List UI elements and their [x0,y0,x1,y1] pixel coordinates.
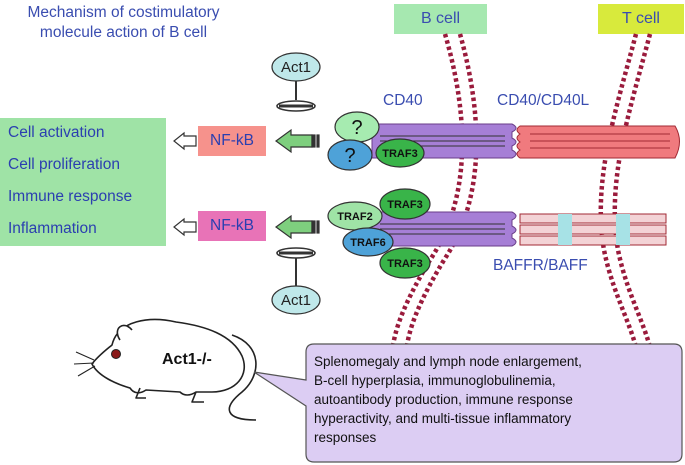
diagram-title: Mechanism of costimulatory molecule acti… [6,3,241,43]
phenotype-line-4: hyperactivity, and multi-tissue inflamma… [314,411,571,426]
phenotype-line-5: responses [314,430,377,445]
t-cell-label: T cell [598,4,684,34]
outcome-cell-proliferation: Cell proliferation [8,156,120,173]
phenotype-line-1: Splenomegaly and lymph node enlargement, [314,354,582,369]
baffr-baff-label: BAFFR/BAFF [493,257,588,274]
act1-knockout-label: Act1-/- [162,351,212,368]
traf3-baffr-bottom-label: TRAF3 [387,258,422,270]
traf6 [342,227,394,257]
outcomes-box: Cell activation Cell proliferation Immun… [0,118,166,246]
cd40-cd40l-label: CD40/CD40L [497,92,590,109]
phenotype-line-2: B-cell hyperplasia, immunoglobulinemia, [314,373,556,388]
act1-bottom-label: Act1 [281,292,311,309]
t-cell-membrane [598,33,657,369]
b-cell-label: B cell [394,4,487,34]
act1-top-label: Act1 [281,59,311,76]
cd40-label: CD40 [383,92,423,109]
green-arrows [274,128,320,240]
question-mark-top: ? [351,117,362,139]
outcome-arrows [173,131,197,237]
act1-top [271,52,321,112]
mouse-illustration [73,318,257,421]
traf3-baffr-bottom [379,247,431,279]
baffr-receptor [371,211,517,247]
title-line-1: Mechanism of costimulatory [27,4,220,21]
outcome-immune-response: Immune response [8,188,133,205]
question-adaptor-bottom [327,139,373,171]
outcome-inflammation: Inflammation [8,220,97,237]
phenotype-line-3: autoantibody production, immune response [314,392,573,407]
phenotype-callout [253,343,683,463]
outcome-cell-activation: Cell activation [8,124,105,141]
nfkb-box-baffr: NF-kB [198,211,266,241]
baff-ligand [519,213,667,246]
cd40l-ligand [516,125,680,159]
traf2-label: TRAF2 [337,211,372,223]
traf3-baffr-top [379,188,431,220]
traf3-baffr-top-label: TRAF3 [387,199,422,211]
traf3-cd40 [375,138,425,168]
nfkb-box-cd40: NF-kB [198,126,266,156]
title-line-2: molecule action of B cell [39,24,208,41]
question-mark-bottom: ? [344,145,355,167]
b-cell-membrane [389,33,479,369]
act1-bottom [271,247,321,315]
traf6-label: TRAF6 [350,237,385,249]
traf3-cd40-label: TRAF3 [382,148,417,160]
mouse-eye [111,349,121,359]
